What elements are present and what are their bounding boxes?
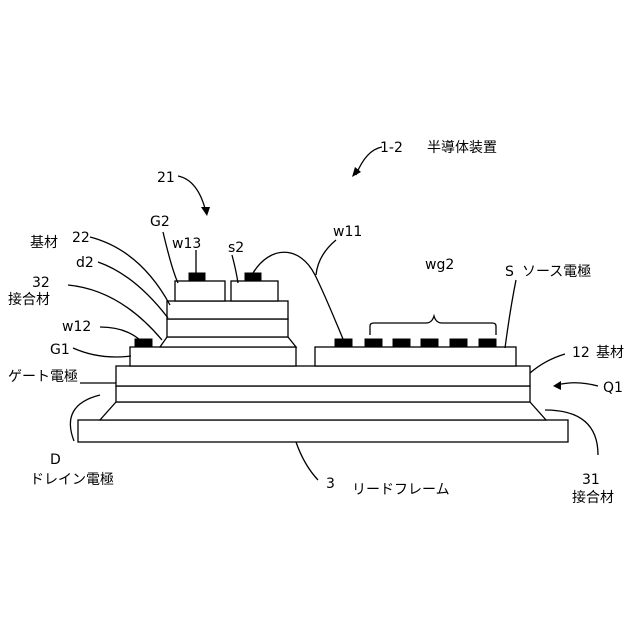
leader-w11: [316, 240, 336, 275]
label-22: 22: [72, 230, 90, 246]
leader-21-arrowhead: [201, 207, 210, 216]
chip-q1-layer-bottom: [116, 386, 530, 402]
label-substrate-12: 基材: [596, 344, 624, 361]
label-d2: d2: [76, 255, 94, 271]
label-w12: w12: [62, 319, 91, 335]
pad-wg2-3: [421, 339, 438, 347]
leader-g1: [73, 348, 131, 357]
label-wg2: wg2: [425, 257, 454, 273]
leader-1-2: [356, 147, 382, 175]
leader-q1-arrowhead: [553, 381, 561, 390]
leader-s: [505, 280, 516, 348]
pad-s2: [245, 273, 261, 281]
label-w13: w13: [172, 236, 201, 252]
label-substrate-22: 基材: [30, 234, 58, 251]
pad-wg2-5: [479, 339, 496, 347]
label-device-ref: 1-2: [380, 140, 403, 156]
chip-q1-layer-top: [116, 366, 530, 386]
leader-21: [178, 176, 206, 212]
pad-wg2-2: [393, 339, 410, 347]
label-lead-frame: リードフレーム: [352, 482, 450, 498]
label-g1: G1: [50, 342, 70, 358]
leader-22: [90, 237, 170, 305]
label-device-name: 半導体装置: [427, 140, 497, 156]
source-electrode-s2: [231, 281, 278, 301]
label-gate-electrode: ゲート電極: [8, 369, 78, 385]
wire-group-wg2-brace: [370, 316, 496, 335]
leader-1-2-arrowhead: [352, 167, 361, 177]
lead-frame: [78, 420, 568, 442]
pad-w13: [189, 273, 205, 281]
leader-d2: [98, 262, 168, 318]
pad-wg2-4: [450, 339, 467, 347]
label-source-electrode: ソース電極: [522, 264, 591, 280]
leader-q1: [557, 383, 598, 386]
chip-21-layer-2: [167, 301, 288, 319]
joint-material-32: [160, 337, 296, 347]
label-q1: Q1: [603, 380, 623, 396]
label-31: 31: [582, 472, 600, 488]
pad-wg2-1: [365, 339, 382, 347]
label-3: 3: [326, 476, 335, 492]
label-chip-21: 21: [157, 170, 175, 186]
leader-3: [296, 442, 318, 480]
source-electrode-s-plate: [315, 347, 516, 366]
pad-w12: [135, 339, 152, 347]
label-12: 12: [572, 345, 590, 361]
label-drain-electrode: ドレイン電極: [30, 472, 114, 488]
leader-12: [530, 354, 565, 373]
pad-w11: [335, 339, 352, 347]
label-d: D: [50, 452, 61, 468]
leader-s2: [232, 255, 238, 283]
label-s2: s2: [228, 240, 244, 256]
chip-21-layer-1: [167, 319, 288, 337]
label-w11: w11: [333, 224, 362, 240]
gate-electrode-g2: [175, 281, 225, 301]
label-joint-32: 接合材: [8, 291, 50, 308]
label-joint-31: 接合材: [572, 489, 614, 506]
label-s: S: [505, 264, 514, 280]
gate-electrode-g1-plate: [130, 347, 296, 366]
label-g2: G2: [150, 214, 170, 230]
joint-material-31: [100, 402, 546, 420]
leader-w12: [100, 327, 140, 340]
label-32: 32: [32, 275, 50, 291]
